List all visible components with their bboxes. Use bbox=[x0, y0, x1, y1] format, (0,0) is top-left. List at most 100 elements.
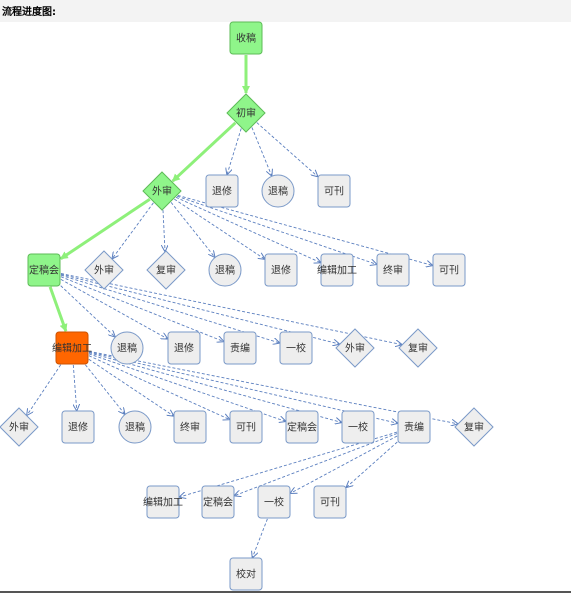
edge-n2-n5 bbox=[256, 122, 318, 177]
edge-n6-n14 bbox=[177, 194, 432, 265]
edge-n15-n23 bbox=[73, 364, 76, 410]
node-shape bbox=[27, 253, 61, 287]
node-shape bbox=[257, 485, 291, 519]
flow-node-rect: 可刊 bbox=[313, 485, 347, 519]
node-label: 退稿 bbox=[215, 264, 235, 277]
edge-n15-n30 bbox=[88, 350, 457, 423]
title-bar: 流程进度图: bbox=[0, 0, 571, 22]
edge-n7-n17 bbox=[60, 279, 167, 338]
edge-n7-n18 bbox=[60, 276, 223, 342]
flow-node-rect: 退修 bbox=[167, 331, 201, 365]
node-shape bbox=[167, 331, 201, 365]
flow-node-rect: 可刊 bbox=[229, 410, 263, 444]
edge-n15-n25 bbox=[88, 358, 173, 415]
node-shape bbox=[201, 485, 235, 519]
edge-n6-n7 bbox=[59, 197, 151, 260]
node-shape bbox=[317, 174, 351, 208]
edge-n2-n3 bbox=[227, 128, 242, 175]
node-label: 退修 bbox=[271, 264, 291, 277]
flow-node-rect: 一校 bbox=[257, 485, 291, 519]
flow-node-rect: 编辑加工 bbox=[143, 485, 183, 519]
node-shape bbox=[320, 253, 354, 287]
bottom-border bbox=[0, 591, 571, 593]
flow-node-rect: 责编 bbox=[223, 331, 257, 365]
node-shape bbox=[397, 410, 431, 444]
flow-node-diamond: 外审 bbox=[0, 407, 39, 447]
edge-n15-n22 bbox=[27, 364, 62, 415]
node-shape bbox=[376, 253, 410, 287]
flow-node-rect: 定稿会 bbox=[285, 410, 319, 444]
node-shape bbox=[285, 410, 319, 444]
node-label: 退稿 bbox=[117, 342, 137, 355]
flow-node-rect: 退修 bbox=[264, 253, 298, 287]
node-label: 编辑加工 bbox=[317, 264, 357, 277]
node-label: 责编 bbox=[404, 421, 424, 434]
node-shape bbox=[223, 331, 257, 365]
flow-node-diamond: 复审 bbox=[398, 328, 438, 368]
edge-n29-n32 bbox=[235, 433, 398, 496]
node-label: 退修 bbox=[68, 421, 88, 434]
node-shape bbox=[313, 485, 347, 519]
node-shape bbox=[205, 174, 239, 208]
edge-n6-n11 bbox=[174, 198, 264, 259]
flow-node-rect: 一校 bbox=[341, 410, 375, 444]
node-shape bbox=[173, 410, 207, 444]
flow-node-rect: 编辑加工 bbox=[52, 331, 92, 365]
edges-layer bbox=[27, 55, 457, 557]
node-shape bbox=[279, 331, 313, 365]
flow-node-rect: 编辑加工 bbox=[317, 253, 357, 287]
node-label: 一校 bbox=[286, 342, 306, 355]
flow-node-rect: 收稿 bbox=[229, 21, 263, 55]
edge-n2-n6 bbox=[171, 121, 237, 183]
edge-n33-n35 bbox=[253, 518, 268, 557]
node-label: 外审 bbox=[152, 185, 172, 198]
node-shape bbox=[142, 171, 182, 211]
node-label: 可刊 bbox=[439, 265, 459, 277]
node-label: 收稿 bbox=[236, 32, 256, 45]
flow-node-diamond: 外审 bbox=[84, 250, 124, 290]
edge-n29-n33 bbox=[291, 435, 398, 493]
node-label: 外审 bbox=[345, 342, 365, 355]
node-shape bbox=[335, 328, 375, 368]
node-label: 退修 bbox=[174, 342, 194, 355]
node-label: 定稿会 bbox=[203, 496, 233, 509]
node-label: 复审 bbox=[464, 421, 484, 434]
node-label: 责编 bbox=[230, 342, 250, 355]
node-shape bbox=[146, 250, 186, 290]
node-label: 一校 bbox=[264, 496, 284, 509]
flow-node-rect: 退修 bbox=[205, 174, 239, 208]
edge-n15-n24 bbox=[85, 364, 124, 414]
edge-n6-n8 bbox=[113, 202, 154, 258]
node-label: 复审 bbox=[156, 264, 176, 277]
edge-n6-n10 bbox=[170, 202, 214, 256]
flow-node-rect: 校对 bbox=[229, 557, 263, 591]
page-title: 流程进度图: bbox=[2, 7, 56, 18]
nodes-layer: 收稿初审退修退稿可刊外审定稿会外审复审退稿退修编辑加工终审可刊编辑加工退稿退修责… bbox=[0, 21, 494, 591]
node-label: 复审 bbox=[408, 342, 428, 355]
node-label: 定稿会 bbox=[287, 421, 317, 434]
node-shape bbox=[432, 253, 466, 287]
flow-node-diamond: 复审 bbox=[146, 250, 186, 290]
node-label: 终审 bbox=[180, 421, 200, 434]
edge-n15-n26 bbox=[88, 355, 229, 420]
node-shape bbox=[208, 253, 242, 287]
flow-node-rect: 定稿会 bbox=[27, 253, 61, 287]
edge-n6-n12 bbox=[175, 196, 320, 262]
node-shape bbox=[341, 410, 375, 444]
edge-n7-n15 bbox=[48, 286, 68, 333]
node-shape bbox=[84, 250, 124, 290]
node-label: 退稿 bbox=[125, 421, 145, 434]
edge-n29-n34 bbox=[347, 441, 398, 487]
flow-node-diamond: 外审 bbox=[142, 171, 182, 211]
node-label: 校对 bbox=[236, 568, 256, 581]
node-shape bbox=[454, 407, 494, 447]
flow-node-rect: 终审 bbox=[173, 410, 207, 444]
node-shape bbox=[229, 21, 263, 55]
flow-node-rect: 责编 bbox=[397, 410, 431, 444]
edge-n7-n16 bbox=[60, 285, 115, 337]
node-shape bbox=[264, 253, 298, 287]
flow-node-circle: 退稿 bbox=[261, 174, 295, 208]
node-label: 终审 bbox=[383, 264, 403, 277]
node-label: 可刊 bbox=[236, 422, 256, 434]
node-shape bbox=[398, 328, 438, 368]
